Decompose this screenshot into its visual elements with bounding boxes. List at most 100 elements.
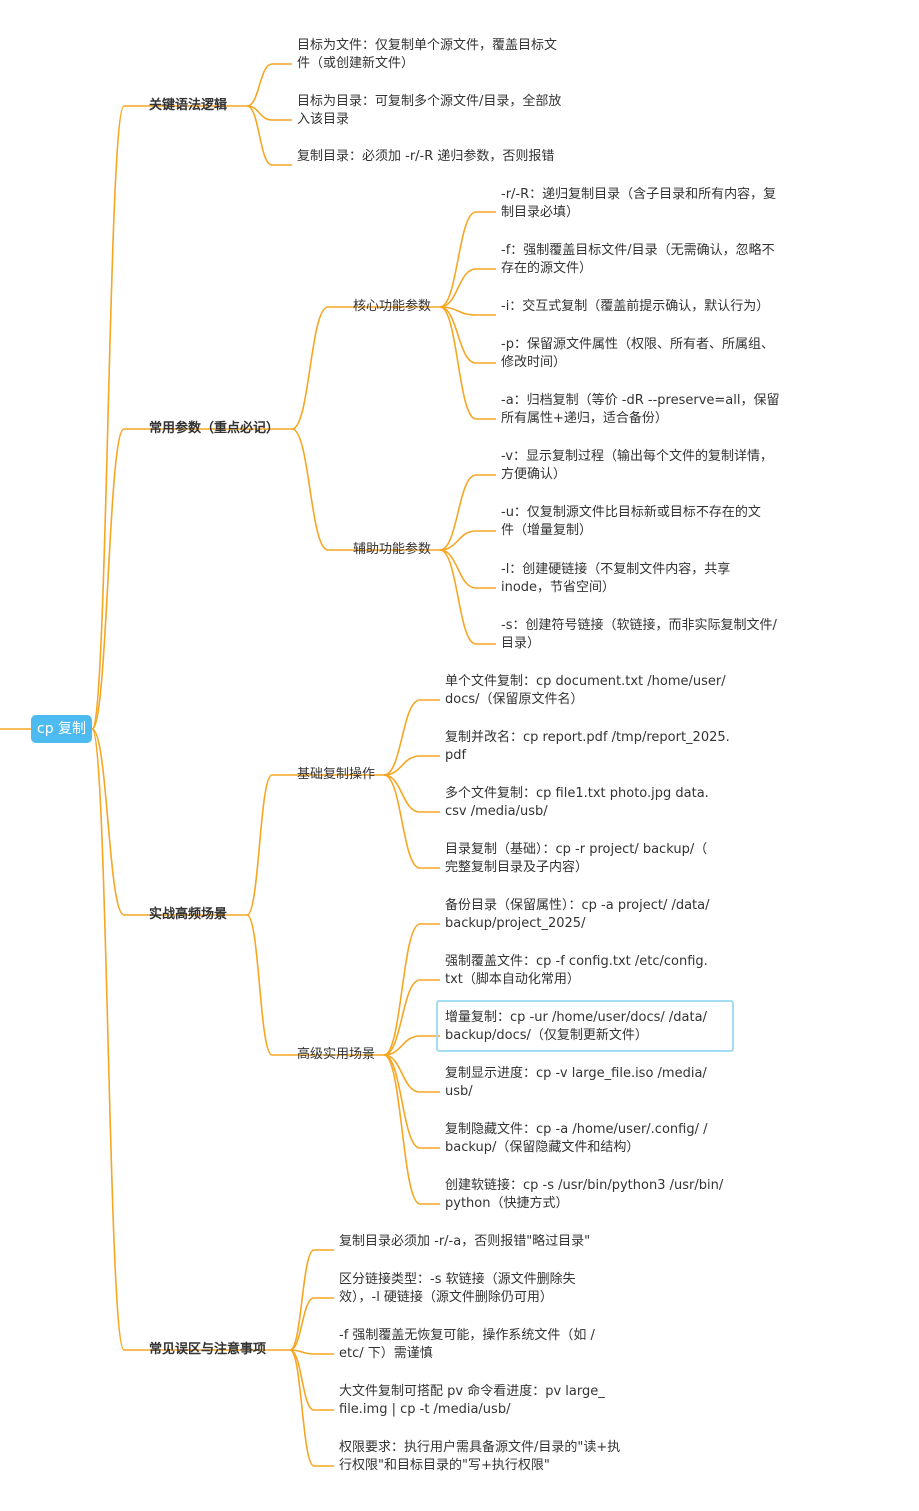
leaf-line: -p：保留源文件属性（权限、所有者、所属组、	[501, 337, 774, 352]
leaf-node[interactable]: -f 强制覆盖无恢复可能，操作系统文件（如 /etc/ 下）需谨慎	[339, 1327, 659, 1363]
leaf-node-selected[interactable]: 增量复制：cp -ur /home/user/docs/ /data/backu…	[445, 1009, 765, 1045]
leaf-line: etc/ 下）需谨慎	[339, 1346, 433, 1361]
leaf-line: 目标为文件：仅复制单个源文件，覆盖目标文	[297, 38, 558, 53]
connector-curve	[289, 1249, 315, 1351]
leaf-node[interactable]: 强制覆盖文件：cp -f config.txt /etc/config. txt（…	[445, 953, 765, 989]
leaf-line: 单个文件复制：cp document.txt /home/user/	[445, 674, 726, 689]
subbranch-basic-ops[interactable]: 基础复制操作	[297, 767, 376, 782]
leaf-line: 件（或创建新文件）	[297, 56, 415, 71]
leaf-line: 目录复制（基础）：cp -r project/ backup/（	[445, 842, 708, 857]
leaf-node[interactable]: -v：显示复制过程（输出每个文件的复制详情，方便确认）	[501, 448, 821, 484]
branch-syntax-logic[interactable]: 关键语法逻辑	[149, 98, 228, 113]
leaf-node[interactable]: 备份目录（保留属性）：cp -a project/ /data/backup/p…	[445, 897, 765, 933]
leaf-node[interactable]: 复制显示进度：cp -v large_file.iso /media/usb/	[445, 1065, 765, 1101]
connector-curve	[439, 474, 477, 551]
root-branch-curve	[91, 728, 125, 916]
leaf-node[interactable]: -l：创建硬链接（不复制文件内容，共享 inode，节省空间）	[501, 561, 821, 597]
leaf-node[interactable]: -a：归档复制（等价 -dR --preserve=all，保留所有属性+递归，…	[501, 392, 821, 428]
leaf-node[interactable]: 复制目录：必须加 -r/-R 递归参数，否则报错	[297, 148, 617, 166]
leaf-line: txt（脚本自动化常用）	[445, 972, 580, 987]
leaf-node[interactable]: -f：强制覆盖目标文件/目录（无需确认，忽略不存在的源文件）	[501, 242, 821, 278]
root-node[interactable]: cp 复制	[31, 715, 93, 743]
connector-curve	[289, 1349, 315, 1467]
leaf-node[interactable]: 区分链接类型：-s 软链接（源文件删除失效），-l 硬链接（源文件删除仍可用）	[339, 1271, 659, 1307]
leaf-line: 入该目录	[297, 112, 350, 127]
connector-curve	[439, 549, 477, 645]
root-branch-curve	[91, 728, 125, 1351]
leaf-line: 复制隐藏文件：cp -a /home/user/.config/ /	[445, 1122, 708, 1137]
leaf-line: 强制覆盖文件：cp -f config.txt /etc/config.	[445, 954, 708, 969]
branch-practical-scenarios[interactable]: 实战高频场景	[149, 907, 228, 922]
leaf-line: -l：创建硬链接（不复制文件内容，共享	[501, 562, 731, 577]
connector-curve	[383, 699, 421, 776]
connector-curve	[291, 306, 329, 430]
connector-curve	[439, 211, 477, 308]
root-branch-curve	[91, 428, 125, 730]
connector-curve	[439, 268, 477, 308]
leaf-node[interactable]: 复制目录必须加 -r/-a，否则报错"略过目录"	[339, 1233, 659, 1251]
connector-curve	[383, 774, 421, 869]
connector-curve	[383, 755, 421, 776]
leaf-node[interactable]: 多个文件复制：cp file1.txt photo.jpg data. csv /…	[445, 785, 765, 821]
leaf-node[interactable]: 复制隐藏文件：cp -a /home/user/.config/ /backup…	[445, 1121, 765, 1157]
leaf-node[interactable]: 目标为文件：仅复制单个源文件，覆盖目标文件（或创建新文件）	[297, 37, 617, 73]
subbranch-aux-options[interactable]: 辅助功能参数	[353, 542, 432, 557]
connector-curve	[383, 1054, 421, 1093]
connector-curve	[246, 914, 273, 1056]
connector-curve	[289, 1297, 315, 1351]
branch-common-options[interactable]: 常用参数（重点必记）	[149, 421, 280, 436]
leaf-line: -f：强制覆盖目标文件/目录（无需确认，忽略不	[501, 243, 775, 258]
leaf-line: 复制显示进度：cp -v large_file.iso /media/	[445, 1066, 707, 1081]
leaf-line: 方便确认）	[501, 467, 567, 482]
leaf-node[interactable]: 单个文件复制：cp document.txt /home/user/docs/（…	[445, 673, 765, 709]
leaf-line: 权限要求：执行用户需具备源文件/目录的"读+执	[339, 1440, 621, 1455]
leaf-line: 区分链接类型：-s 软链接（源文件删除失	[339, 1272, 576, 1287]
leaf-line: inode，节省空间）	[501, 580, 616, 595]
connector-curve	[289, 1349, 315, 1355]
leaf-line: 复制目录：必须加 -r/-R 递归参数，否则报错	[297, 149, 555, 164]
connector-curve	[383, 774, 421, 813]
leaf-line: 所有属性+递归，适合备份）	[501, 411, 668, 426]
leaf-line: python（快捷方式）	[445, 1196, 569, 1211]
root-branch-curve	[91, 105, 125, 730]
connector-curve	[439, 306, 477, 420]
leaf-line: 行权限"和目标目录的"写+执行权限"	[339, 1458, 550, 1473]
leaf-line: 多个文件复制：cp file1.txt photo.jpg data.	[445, 786, 709, 801]
leaf-line: 备份目录（保留属性）：cp -a project/ /data/	[445, 898, 710, 913]
leaf-line: 目录）	[501, 636, 541, 651]
leaf-line: 大文件复制可搭配 pv 命令看进度：pv large_	[339, 1384, 605, 1399]
leaf-line: 复制并改名：cp report.pdf /tmp/report_2025.	[445, 730, 730, 745]
branch-pitfalls[interactable]: 常见误区与注意事项	[149, 1342, 267, 1357]
leaf-line: 完整复制目录及子内容）	[445, 860, 589, 875]
subbranch-advanced-ops[interactable]: 高级实用场景	[297, 1047, 376, 1062]
leaf-line: pdf	[445, 748, 467, 763]
connector-curve	[383, 923, 421, 1056]
connector-curve	[289, 1349, 315, 1411]
leaf-line: file.img | cp -t /media/usb/	[339, 1402, 511, 1417]
leaf-node[interactable]: 权限要求：执行用户需具备源文件/目录的"读+执行权限"和目标目录的"写+执行权限…	[339, 1439, 659, 1475]
subbranch-core-options[interactable]: 核心功能参数	[353, 299, 432, 314]
leaf-node[interactable]: 目标为目录：可复制多个源文件/目录，全部放入该目录	[297, 93, 617, 129]
leaf-node[interactable]: 目录复制（基础）：cp -r project/ backup/（ 完整复制目录及子…	[445, 841, 765, 877]
leaf-node[interactable]: -s：创建符号链接（软链接，而非实际复制文件/目录）	[501, 617, 821, 653]
leaf-line: -s：创建符号链接（软链接，而非实际复制文件/	[501, 618, 777, 633]
connector-curve	[246, 105, 273, 166]
leaf-line: -u：仅复制源文件比目标新或目标不存在的文	[501, 505, 761, 520]
leaf-node[interactable]: -p：保留源文件属性（权限、所有者、所属组、修改时间）	[501, 336, 821, 372]
connector-curve	[439, 306, 477, 364]
leaf-node[interactable]: -u：仅复制源文件比目标新或目标不存在的文件（增量复制）	[501, 504, 821, 540]
leaf-node[interactable]: -i：交互式复制（覆盖前提示确认，默认行为）	[501, 298, 821, 316]
connector-curve	[246, 63, 273, 107]
leaf-line: -i：交互式复制（覆盖前提示确认，默认行为）	[501, 299, 770, 314]
leaf-node[interactable]: 创建软链接：cp -s /usr/bin/python3 /usr/bin/py…	[445, 1177, 765, 1213]
leaf-node[interactable]: 复制并改名：cp report.pdf /tmp/report_2025.pdf	[445, 729, 765, 765]
leaf-line: 创建软链接：cp -s /usr/bin/python3 /usr/bin/	[445, 1178, 724, 1193]
leaf-line: 增量复制：cp -ur /home/user/docs/ /data/	[445, 1010, 707, 1025]
leaf-line: csv /media/usb/	[445, 804, 548, 819]
connector-curve	[383, 979, 421, 1056]
leaf-node[interactable]: -r/-R：递归复制目录（含子目录和所有内容，复制目录必填）	[501, 186, 821, 222]
leaf-line: 目标为目录：可复制多个源文件/目录，全部放	[297, 94, 562, 109]
leaf-node[interactable]: 大文件复制可搭配 pv 命令看进度：pv large_ file.img | cp…	[339, 1383, 659, 1419]
leaf-line: 存在的源文件）	[501, 261, 593, 276]
